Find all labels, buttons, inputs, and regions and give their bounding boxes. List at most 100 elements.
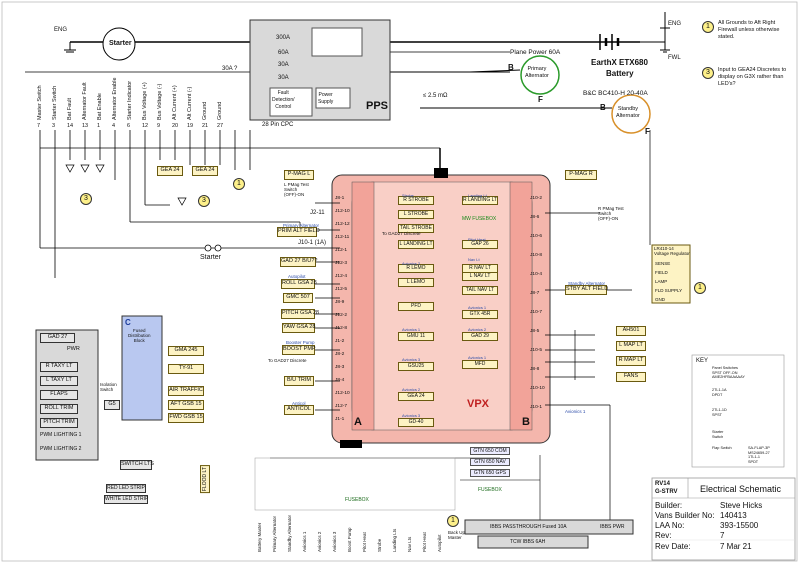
white-led-strip-box: WHITE LED STRIP <box>104 495 149 504</box>
key-item: Starter Switch <box>712 430 724 439</box>
gtn650-nav-box: GTN 650 NAV <box>470 458 510 466</box>
vpx-right-pin: J10-4 <box>530 272 542 277</box>
bottom-switch-label: Nav Lts <box>407 536 412 552</box>
pitch-servo-box: PITCH GSA 28 <box>281 309 319 319</box>
vpx-inner-title: Avionics 3 <box>402 413 421 418</box>
pps-pin-label: Starter Indicator <box>127 80 133 120</box>
drawing-title: Electrical Schematic <box>700 484 782 494</box>
note-1-ref-badge: 1 <box>233 178 245 190</box>
vpx-inner-box: L STROBE <box>398 210 434 219</box>
red-led-strip-box: RED LED STRIP <box>106 484 146 493</box>
vpx-left-pin: J8-2 <box>335 352 345 357</box>
vpx-right-pin: J10-1 <box>530 405 542 410</box>
key-item: Panel Switches SPST OFF-ON AME2HFBAAAAAY <box>712 366 745 379</box>
pps-pin-label: Bus Voltage (+) <box>142 82 148 120</box>
anticol-box: ANTICOL <box>284 405 314 415</box>
avionics1-title: Avionics 1 <box>565 409 586 414</box>
key-box <box>691 354 785 468</box>
vans-label: Vans Builder No: <box>655 511 715 520</box>
j10-1-label: J10-1 (1A) <box>298 240 327 246</box>
pps-pin-number: 1 <box>97 123 101 129</box>
pps-pin-label: Bat Fault <box>67 97 73 120</box>
pps-pin-number: 19 <box>187 123 194 129</box>
pps-pin-number: 3 <box>52 123 56 129</box>
fused-right-item: AFT GSB 15 <box>168 400 204 410</box>
b-terminal-label: B <box>508 63 514 72</box>
prim-alt-field-box: PRIM ALT FIELD <box>277 227 320 237</box>
title-block-frame <box>651 477 796 561</box>
gmc-box: GMC 507 <box>283 293 313 303</box>
note-1-ref-badge-2: 1 <box>694 282 706 294</box>
bottom-switch-label: Avionics 2 <box>317 531 322 552</box>
vpx-inner-box: R STROBE <box>398 196 434 205</box>
vpx-right-pin: J8-8 <box>530 367 540 372</box>
pps-pin-label: Ground <box>202 101 208 120</box>
flood-lt-box: FLOOD LT <box>200 465 210 494</box>
vpx-left-pin: J8-3 <box>335 365 345 370</box>
regulator-pin-label: GND <box>655 297 665 302</box>
vpx-inner-title: Strobe <box>402 193 414 198</box>
vpx-inner-title: Nav Lt <box>468 257 480 262</box>
vpx-inner-box: TAIL NAV LT <box>462 286 498 295</box>
bottom-switch-label: Primary Alternator <box>272 515 277 552</box>
vpx-left-pin: J12-2 <box>335 313 347 318</box>
note-3-text: Input to GEA24 Discretes to display on G… <box>718 67 787 87</box>
fused-left-item: PWM LIGHTING 2 <box>40 446 82 452</box>
vpx-left-pin: J8-4 <box>335 378 345 383</box>
vpx-right-pin: J8-5 <box>530 329 540 334</box>
fused-left-item: R TAXY LT <box>40 362 78 372</box>
regulator-pin-label: SENSE <box>655 261 671 266</box>
vpx-label: VPX <box>467 398 490 410</box>
fwl-ground-label: FWL <box>668 55 681 61</box>
ah501-box: AH501 <box>616 326 646 336</box>
vpx-left-pin: J12-4 <box>335 274 347 279</box>
vpx-inner-box: L LEMO <box>398 278 434 287</box>
vpx-left-pin: J12-11 <box>335 235 350 240</box>
starter-motor-icon <box>102 27 136 61</box>
vpx-inner-title: Landing Lt <box>468 193 487 198</box>
gea24-box-b: GEA 24 <box>192 166 218 176</box>
vpx-inner-title: Avionics 1 <box>402 327 421 332</box>
vpx-right-pin: J10-2 <box>530 196 542 201</box>
vpx-right-pin: J10-10 <box>530 386 545 391</box>
fuse-30a-label: 30A <box>278 62 289 68</box>
vpx-left-pin: J1-2 <box>335 339 345 344</box>
stby-alt-field-box: STBY ALT FIELD <box>565 285 608 295</box>
to-gad-label: To GAD27 Discrete <box>268 358 307 363</box>
bottom-switch-label: Battery Master <box>257 522 262 552</box>
vpx-inner-box: PFD <box>398 302 434 311</box>
pmag-l-switch-label: L PMag Test Switch (OFF)-ON <box>284 182 309 197</box>
battery-icon <box>599 34 620 50</box>
gad27-panel-box: GAD 27 <box>40 333 75 343</box>
fans-box: FANS <box>616 372 646 382</box>
vpx-inner-box: R LANDING LT <box>462 196 498 205</box>
pps-pin-number: 4 <box>112 123 116 129</box>
sby-alt-title: Standby Alternator <box>568 281 606 286</box>
vpx-inner-box: GMU 11 <box>398 332 434 341</box>
laa-value: 393-15500 <box>720 521 759 530</box>
p-mag-l-box: P-MAG L <box>284 170 314 180</box>
bu-trim-box: B/U TRIM <box>284 376 314 386</box>
ibbs-box <box>464 519 634 535</box>
vpx-right-pin: J8-7 <box>530 291 540 296</box>
fused-left-item: PITCH TRIM <box>40 418 78 428</box>
roll-servo-box: ROLL GSA 28 <box>281 279 317 289</box>
vpx-inner-title: Avionics 2 <box>402 261 421 266</box>
backup-master-label: Back Up Master <box>448 530 466 540</box>
bottom-switch-label: Avionics 1 <box>302 531 307 552</box>
vans-value: 140413 <box>720 511 747 520</box>
shunt-label: ≤ 2.5 mΩ <box>423 93 448 99</box>
vpx-right-pin: J8-6 <box>530 215 540 220</box>
vpx-left-pin: J12-10 <box>335 209 350 214</box>
anticol-title: Anticol <box>292 401 306 406</box>
pps-pin-label: Bus Voltage (-) <box>157 83 163 120</box>
eng-ground-label: ENG <box>54 27 68 33</box>
fusebox-label: FUSEBOX <box>478 487 502 493</box>
boost-pump-box: BOOST PMP <box>282 345 316 355</box>
vpx-side-b: B <box>522 416 530 428</box>
vpx-inner-title: Avionics 1 <box>468 305 487 310</box>
fused-right-item: FWD GSB 15 <box>168 413 204 423</box>
key-item: 2TL1-1A DPDT <box>712 388 727 397</box>
j2-11-label: J2-11 <box>310 210 325 216</box>
